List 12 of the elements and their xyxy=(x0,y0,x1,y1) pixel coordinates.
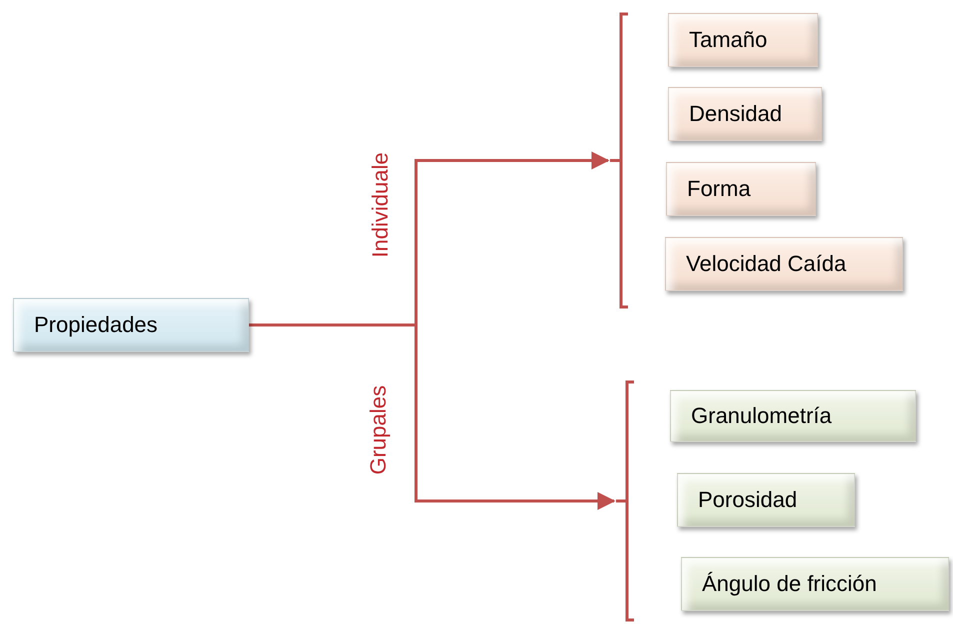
process-box: Tamaño xyxy=(668,13,818,67)
process-box: Ángulo de fricción xyxy=(681,557,949,611)
edge-label: Grupales xyxy=(365,385,392,475)
process-box: Porosidad xyxy=(677,473,855,527)
process-box: Propiedades xyxy=(13,298,249,352)
process-box: Densidad xyxy=(668,87,822,141)
process-box: Forma xyxy=(666,162,816,216)
bracket xyxy=(614,380,636,622)
edge-label: Individuale xyxy=(367,152,394,258)
process-box: Granulometría xyxy=(670,390,916,442)
process-box: Velocidad Caída xyxy=(665,237,903,291)
bracket xyxy=(608,12,630,309)
